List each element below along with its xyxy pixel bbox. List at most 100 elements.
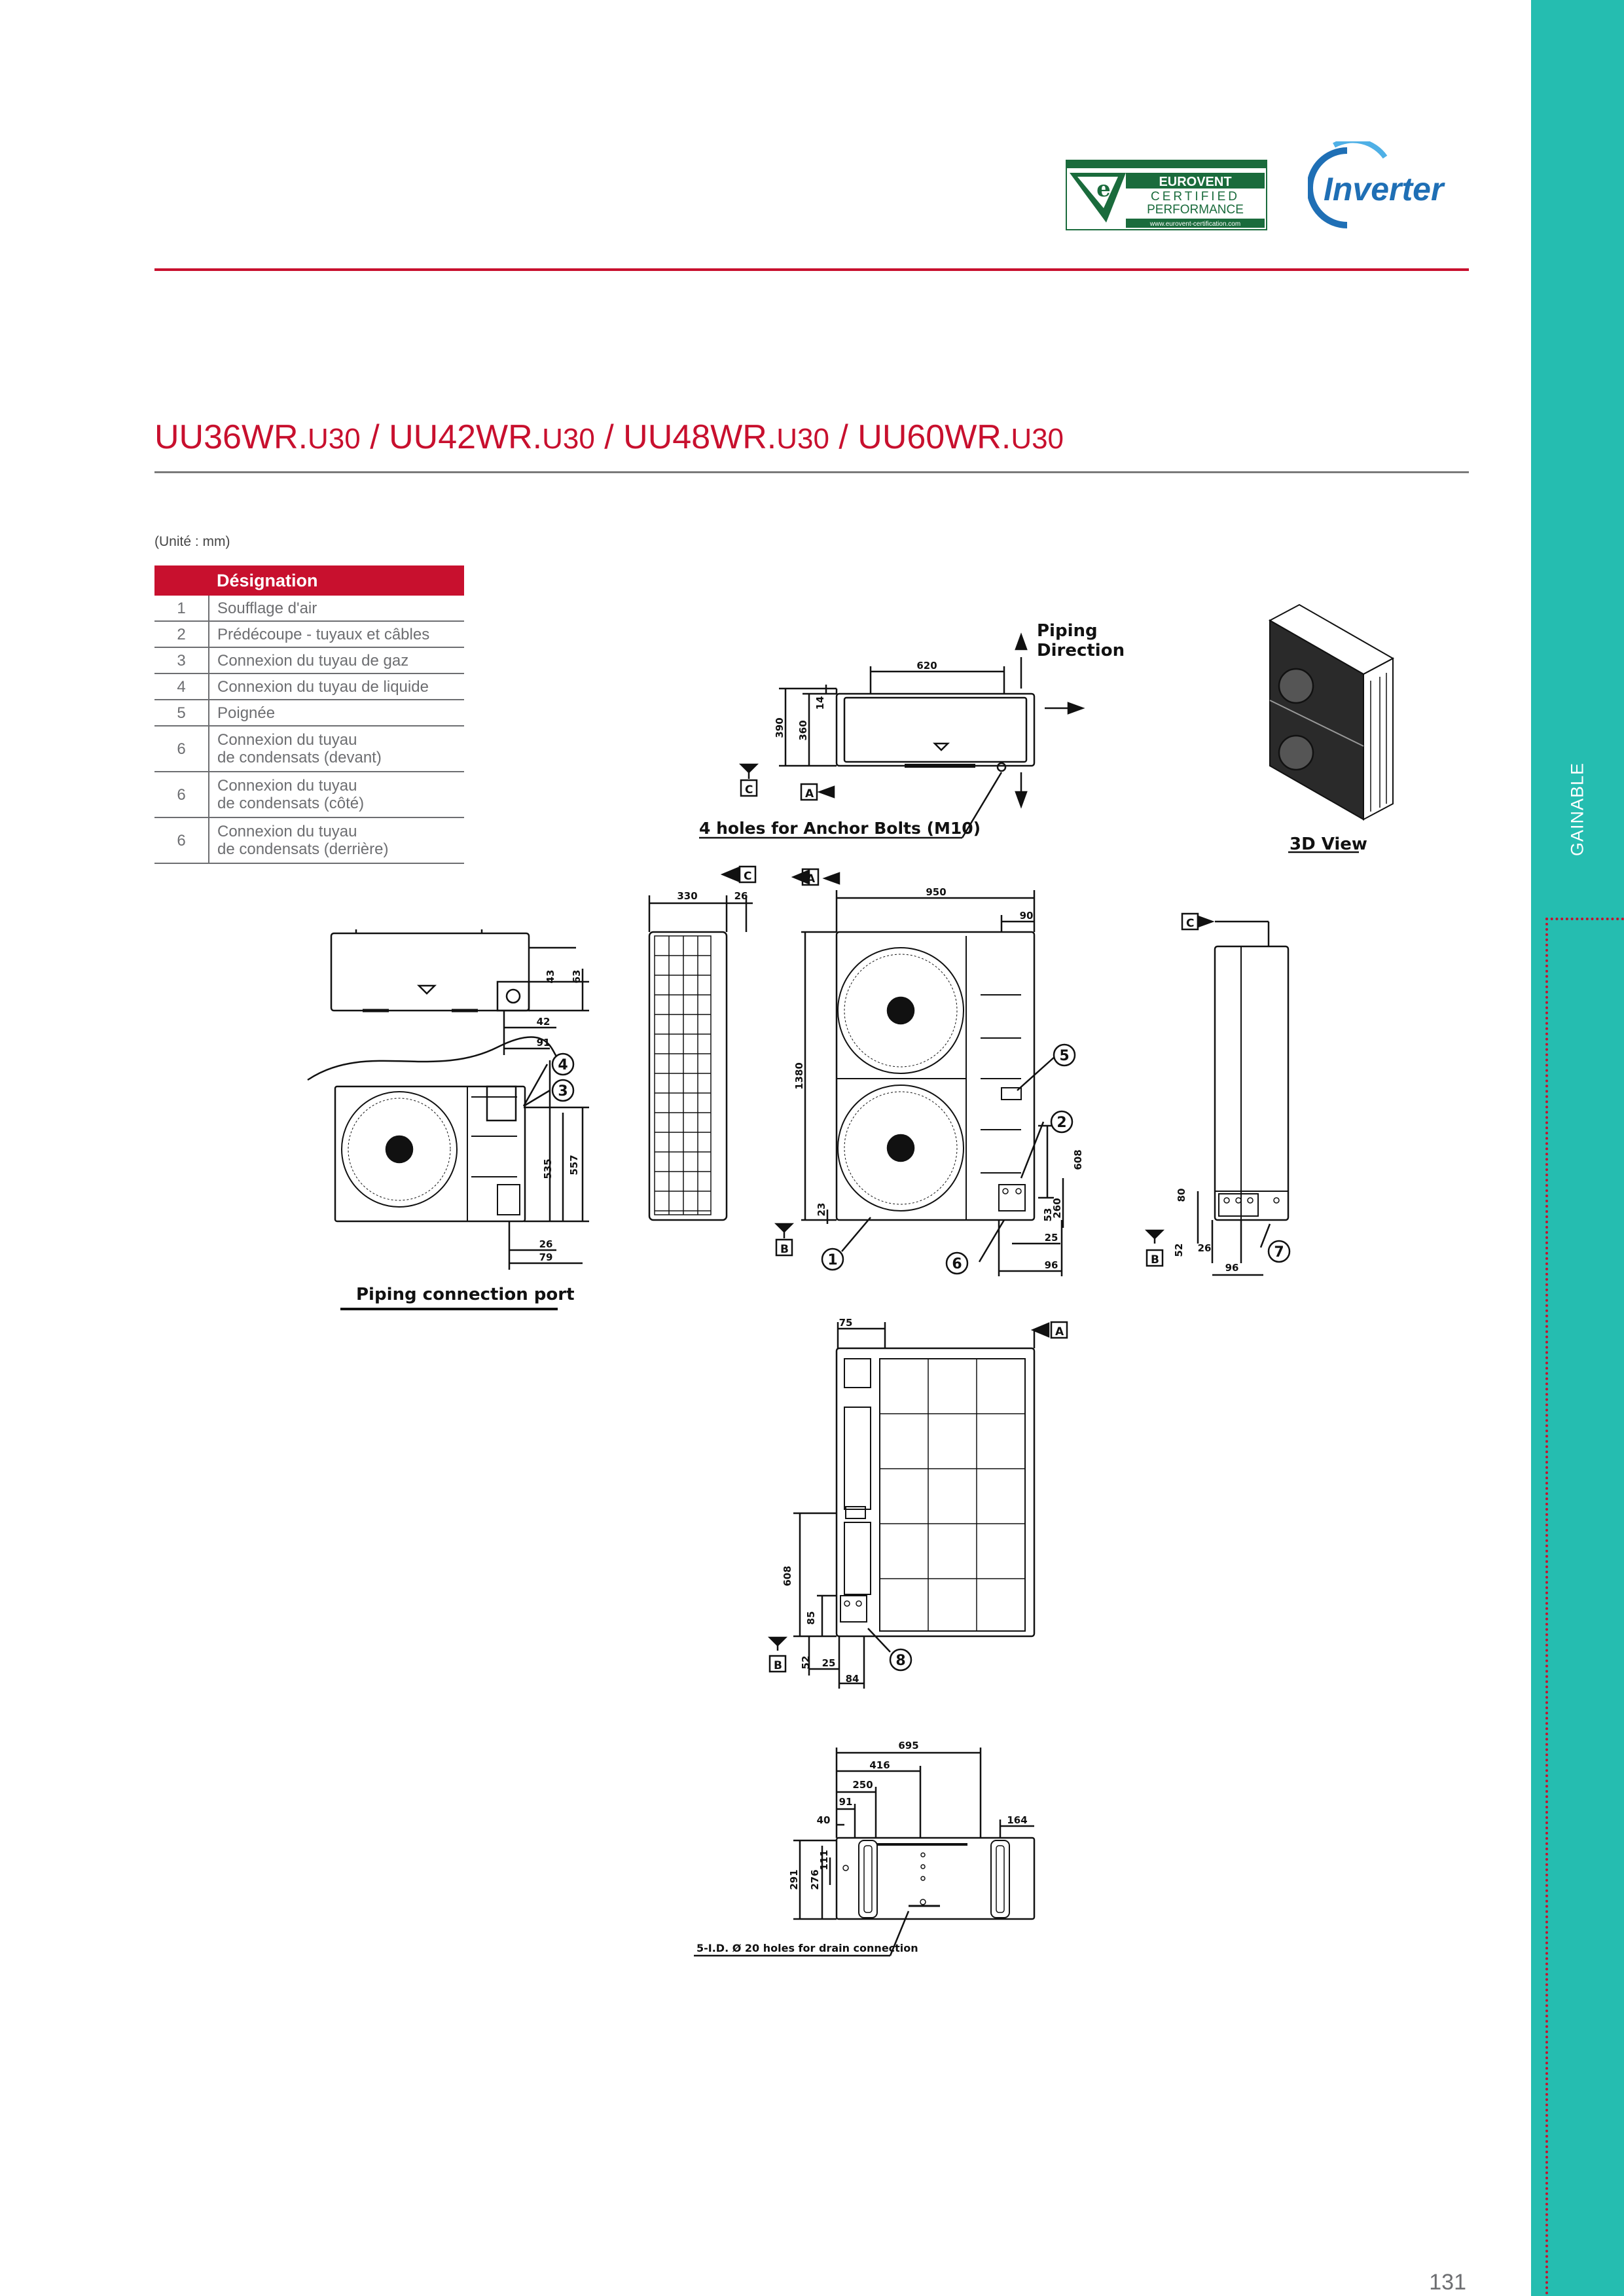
row-description: Poignée	[209, 700, 464, 726]
svg-text:276: 276	[809, 1869, 821, 1890]
svg-text:79: 79	[539, 1251, 553, 1263]
svg-text:26: 26	[734, 890, 748, 902]
svg-text:96: 96	[1225, 1262, 1239, 1274]
piping-port-label: Piping connection port	[356, 1285, 575, 1304]
inverter-logo: Inverter	[1308, 141, 1445, 228]
header-rule	[154, 268, 1469, 271]
drain-holes-label: 5-I.D. Ø 20 holes for drain connection	[696, 1942, 918, 1954]
svg-text:250: 250	[852, 1779, 873, 1791]
view-3d-label: 3D View	[1290, 834, 1367, 854]
svg-text:25: 25	[822, 1657, 836, 1669]
svg-text:111: 111	[818, 1850, 830, 1870]
svg-text:EUROVENT: EUROVENT	[1159, 175, 1231, 189]
svg-text:164: 164	[1007, 1814, 1027, 1826]
svg-text:360: 360	[797, 720, 809, 740]
svg-text:14: 14	[814, 696, 826, 710]
svg-text:608: 608	[782, 1566, 793, 1586]
svg-text:950: 950	[926, 886, 946, 898]
svg-text:A: A	[806, 872, 816, 886]
svg-text:63: 63	[571, 970, 583, 984]
svg-text:B: B	[780, 1243, 789, 1256]
right-side-view	[1144, 912, 1290, 1276]
page-title: UU36WR.U30 / UU42WR.U30 / UU48WR.U30 / U…	[154, 418, 1064, 456]
row-description: Prédécoupe - tuyaux et câbles	[209, 621, 464, 648]
svg-text:53: 53	[1042, 1208, 1054, 1222]
table-header-number	[154, 565, 209, 596]
callout-6: 6	[952, 1256, 962, 1272]
view-3d	[1268, 603, 1395, 853]
top-view	[699, 632, 1085, 839]
svg-text:Piping: Piping	[1037, 621, 1098, 641]
row-description: Soufflage d'air	[209, 596, 464, 622]
row-description: Connexion du tuyau de liquide	[209, 673, 464, 700]
svg-text:B: B	[774, 1659, 782, 1672]
svg-text:43: 43	[545, 970, 556, 984]
svg-text:e: e	[1096, 176, 1111, 202]
eurovent-certified-logo: e EUROVENT CERTIFIED PERFORMANCE www.eur…	[1066, 160, 1267, 230]
svg-text:26: 26	[539, 1238, 553, 1250]
unit-note: (Unité : mm)	[154, 534, 230, 549]
svg-text:52: 52	[1173, 1244, 1185, 1257]
svg-text:www.eurovent-certification.com: www.eurovent-certification.com	[1149, 221, 1240, 228]
bottom-view	[694, 1748, 1036, 1957]
svg-text:557: 557	[568, 1155, 580, 1175]
svg-text:25: 25	[1045, 1232, 1058, 1244]
side-dotted-frame	[1545, 918, 1624, 2296]
callout-7: 7	[1274, 1244, 1284, 1261]
row-description: Connexion du tuyau de gaz	[209, 647, 464, 674]
svg-text:416: 416	[869, 1759, 890, 1771]
svg-text:84: 84	[846, 1673, 859, 1685]
table-header-row: Désignation	[154, 565, 464, 596]
svg-text:535: 535	[542, 1158, 554, 1179]
svg-text:42: 42	[537, 1016, 550, 1028]
svg-text:1380: 1380	[793, 1062, 805, 1090]
front-view	[774, 868, 1064, 1276]
svg-text:91: 91	[537, 1037, 550, 1049]
callout-2: 2	[1056, 1115, 1066, 1131]
svg-text:90: 90	[1020, 910, 1034, 922]
anchor-bolts-label: 4 holes for Anchor Bolts (M10)	[699, 819, 981, 838]
callout-4: 4	[558, 1057, 568, 1073]
svg-text:260: 260	[1051, 1198, 1063, 1218]
svg-text:608: 608	[1072, 1149, 1084, 1170]
svg-text:96: 96	[1045, 1259, 1058, 1271]
svg-text:PERFORMANCE: PERFORMANCE	[1147, 203, 1244, 217]
title-underline	[154, 471, 1469, 473]
svg-text:Direction: Direction	[1037, 641, 1125, 660]
svg-text:91: 91	[839, 1796, 853, 1808]
table-header-designation: Désignation	[209, 565, 464, 596]
svg-text:A: A	[805, 787, 814, 800]
svg-text:26: 26	[1198, 1242, 1212, 1254]
svg-text:330: 330	[677, 890, 697, 902]
svg-text:B: B	[1151, 1253, 1159, 1266]
page-number: 131	[1429, 2270, 1466, 2295]
svg-text:C: C	[745, 783, 753, 797]
svg-text:75: 75	[839, 1317, 853, 1329]
rear-view	[767, 1321, 1068, 1689]
callout-5: 5	[1059, 1048, 1069, 1064]
svg-text:390: 390	[774, 717, 785, 738]
callout-8: 8	[895, 1653, 905, 1669]
svg-text:Inverter: Inverter	[1324, 171, 1445, 207]
svg-text:C: C	[1186, 917, 1194, 930]
svg-text:CERTIFIED: CERTIFIED	[1151, 190, 1240, 204]
svg-text:A: A	[1055, 1325, 1064, 1338]
svg-text:85: 85	[805, 1611, 817, 1625]
svg-text:C: C	[744, 870, 751, 883]
callout-3: 3	[558, 1083, 568, 1100]
svg-text:695: 695	[898, 1740, 918, 1751]
side-view	[648, 865, 757, 1221]
svg-text:23: 23	[816, 1203, 827, 1217]
